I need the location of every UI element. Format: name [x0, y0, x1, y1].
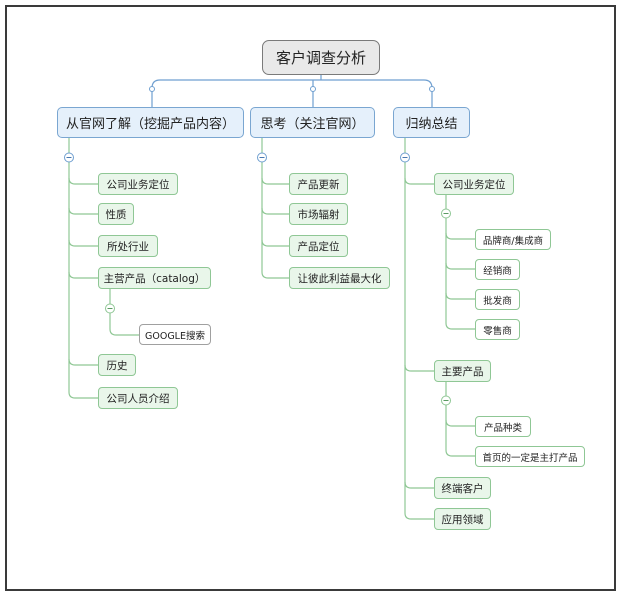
- topic-google-search[interactable]: GOOGLE搜索: [139, 324, 211, 345]
- topic-nature[interactable]: 性质: [98, 203, 134, 225]
- topic-history[interactable]: 历史: [98, 354, 136, 376]
- topic-homepage-flagship[interactable]: 首页的一定是主打产品: [475, 446, 585, 467]
- topic-wholesaler[interactable]: 批发商: [475, 289, 520, 310]
- topic-product-categories[interactable]: 产品种类: [475, 416, 531, 437]
- topic-product-positioning[interactable]: 产品定位: [289, 235, 348, 257]
- topic-business-positioning-2[interactable]: 公司业务定位: [434, 173, 514, 195]
- topic-retailer[interactable]: 零售商: [475, 319, 520, 340]
- topic-staff-intro[interactable]: 公司人员介绍: [98, 387, 178, 409]
- topic-business-positioning[interactable]: 公司业务定位: [98, 173, 178, 195]
- topic-application-fields[interactable]: 应用领域: [434, 508, 491, 530]
- topic-main-products[interactable]: 主营产品（catalog）: [98, 267, 211, 289]
- topic-product-updates[interactable]: 产品更新: [289, 173, 348, 195]
- topic-distributor[interactable]: 经销商: [475, 259, 520, 280]
- branch-summary[interactable]: 归纳总结: [393, 107, 470, 138]
- topic-mutual-benefit[interactable]: 让彼此利益最大化: [289, 267, 390, 289]
- topic-brand-integrator[interactable]: 品牌商/集成商: [475, 229, 551, 250]
- topic-market-reach[interactable]: 市场辐射: [289, 203, 348, 225]
- topic-industry[interactable]: 所处行业: [98, 235, 158, 257]
- topic-main-products-2[interactable]: 主要产品: [434, 360, 491, 382]
- topic-end-customers[interactable]: 终端客户: [434, 477, 491, 499]
- branch-official-site[interactable]: 从官网了解（挖掘产品内容）: [57, 107, 244, 138]
- root-topic[interactable]: 客户调查分析: [262, 40, 380, 75]
- branch-thinking[interactable]: 思考（关注官网）: [250, 107, 375, 138]
